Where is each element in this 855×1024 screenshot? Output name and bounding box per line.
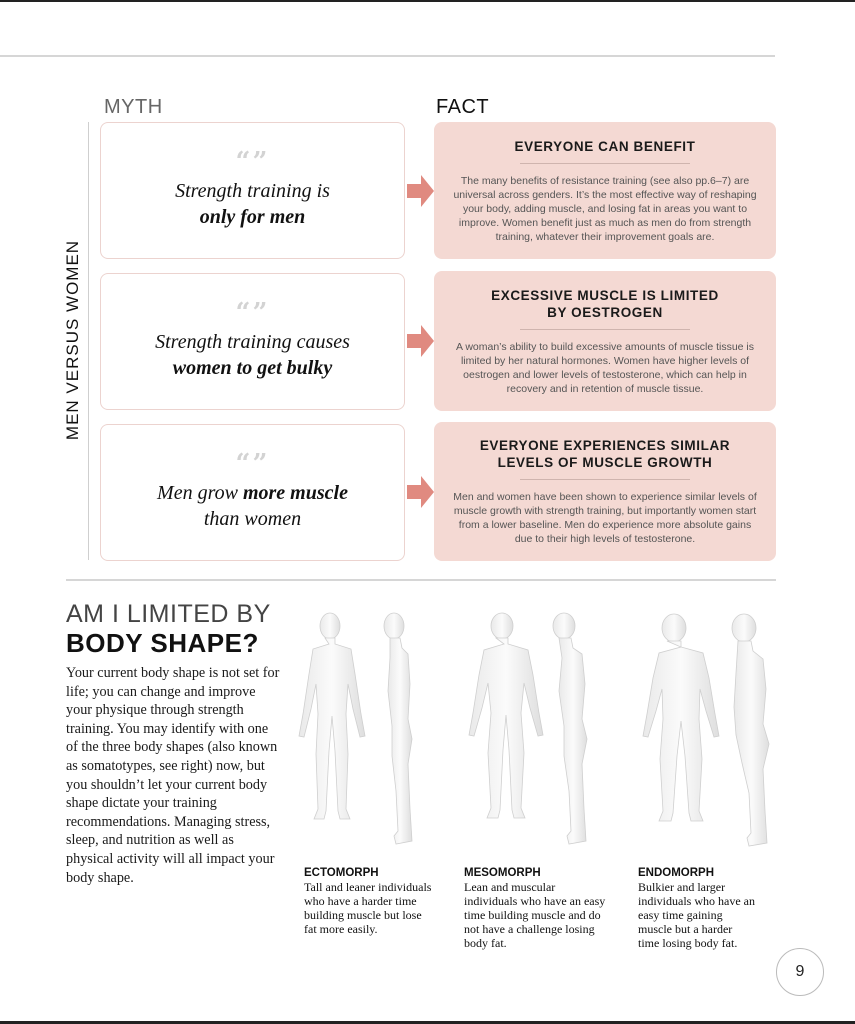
body-shape-heading-bold: BODY SHAPE?	[66, 628, 259, 658]
endomorph-figure-illustration	[642, 613, 770, 847]
page-top-border	[0, 0, 855, 2]
quote-marks-icon: “”	[235, 146, 270, 177]
myth-card-1: “” Strength training is only for men	[100, 122, 405, 259]
ectomorph-figure-illustration	[298, 612, 413, 845]
somatype-endomorph: ENDOMORPH Bulkier and larger individuals…	[638, 867, 755, 950]
myth-card-3: “” Men grow more muscle than women	[100, 424, 405, 561]
fact-divider	[520, 479, 690, 480]
fact-title: EVERYONE EXPERIENCES SIMILAR LEVELS OF M…	[479, 438, 731, 470]
page-number: 9	[776, 948, 824, 996]
quote-marks-icon: “”	[235, 448, 270, 479]
mesomorph-figure-illustration	[468, 612, 588, 845]
page-bottom-border	[0, 1021, 855, 1024]
body-shape-intro: Your current body shape is not set for l…	[66, 665, 280, 886]
somatype-mesomorph: MESOMORPH Lean and muscular individuals …	[464, 867, 606, 950]
quote-marks-icon: “”	[235, 297, 270, 328]
fact-body: Men and women have been shown to experie…	[453, 491, 757, 545]
myth-column-header: MYTH	[104, 96, 163, 118]
body-shape-heading-light: AM I LIMITED BY	[66, 600, 271, 628]
arrow-right-icon	[407, 175, 434, 207]
arrow-right-icon	[407, 325, 434, 357]
fact-card-2: EXCESSIVE MUSCLE IS LIMITED BY OESTROGEN…	[434, 271, 776, 411]
fact-divider	[520, 328, 690, 330]
fact-body: A woman’s ability to build excessive amo…	[455, 340, 755, 395]
fact-column-header: FACT	[436, 96, 490, 118]
section-side-label: MEN VERSUS WOMEN	[63, 239, 82, 441]
fact-card-1: EVERYONE CAN BENEFIT The many benefits o…	[434, 122, 776, 259]
somatype-ectomorph: ECTOMORPH Tall and leaner individuals wh…	[304, 867, 432, 936]
fact-title: EVERYONE CAN BENEFIT	[514, 138, 696, 154]
side-bracket-line	[88, 122, 89, 560]
fact-divider	[520, 162, 690, 164]
fact-title: EXCESSIVE MUSCLE IS LIMITED BY OESTROGEN	[491, 287, 719, 320]
arrow-right-icon	[407, 476, 434, 508]
myth-statement: Strength training causes women to get bu…	[155, 330, 350, 379]
myth-statement: Strength training is only for men	[175, 179, 330, 228]
section-divider	[66, 579, 776, 581]
fact-card-3: EVERYONE EXPERIENCES SIMILAR LEVELS OF M…	[434, 422, 776, 561]
myth-statement: Men grow more muscle than women	[157, 481, 348, 530]
top-divider	[0, 55, 775, 57]
fact-body: The many benefits of resistance training…	[453, 174, 757, 243]
myth-card-2: “” Strength training causes women to get…	[100, 273, 405, 410]
